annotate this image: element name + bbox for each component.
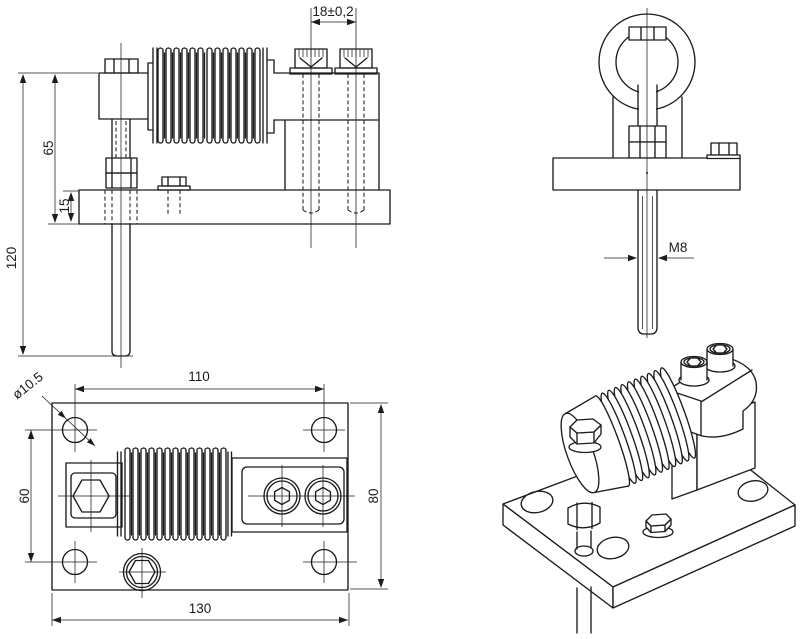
side-threaded-rod — [637, 189, 658, 335]
front-left-block — [98, 72, 149, 120]
dim-plate-width: 80 — [366, 488, 381, 503]
top-left-block — [65, 462, 123, 528]
top-view: 110 130 60 80 ø10.5 — [9, 369, 388, 626]
front-view: 18±0,2 120 65 15 — [4, 4, 391, 368]
side-small-bolt-head — [710, 142, 738, 156]
iso-socket-screw-rear — [704, 342, 736, 373]
front-small-bolt-head — [161, 176, 187, 187]
dim-hole-spacing-h: 110 — [188, 369, 210, 384]
dim-overall-height: 120 — [4, 247, 19, 270]
iso-socket-screw-front — [678, 355, 710, 387]
front-base-plate — [78, 189, 391, 225]
dim-thread: M8 — [669, 240, 688, 255]
dim-plate-length: 130 — [189, 601, 212, 616]
dim-body-height: 65 — [41, 140, 56, 155]
front-bellows — [157, 47, 261, 144]
dim-hole-diameter: ø10.5 — [9, 369, 45, 402]
side-view: M8 — [552, 8, 741, 338]
top-bellows — [124, 447, 227, 541]
side-base-plate — [552, 157, 741, 191]
iso-hex-bolt — [568, 418, 602, 454]
side-nut-lower — [628, 141, 667, 159]
top-right-block — [231, 457, 348, 533]
dim-plate-thickness: 15 — [57, 198, 72, 213]
iso-nut-and-rod — [567, 501, 601, 634]
front-jam-nut-lower — [105, 172, 138, 189]
front-hex-bolt-head — [104, 58, 139, 74]
iso-small-bolt — [642, 513, 674, 539]
side-top-nut — [628, 26, 667, 41]
top-base-plate — [51, 402, 349, 591]
front-jam-nut-upper — [105, 157, 138, 174]
front-right-block — [273, 72, 380, 191]
dim-hole-spacing-v: 60 — [17, 488, 32, 503]
dim-bolt-spacing: 18±0,2 — [312, 4, 353, 19]
isometric-view — [502, 342, 796, 634]
side-nut-upper — [628, 125, 667, 143]
